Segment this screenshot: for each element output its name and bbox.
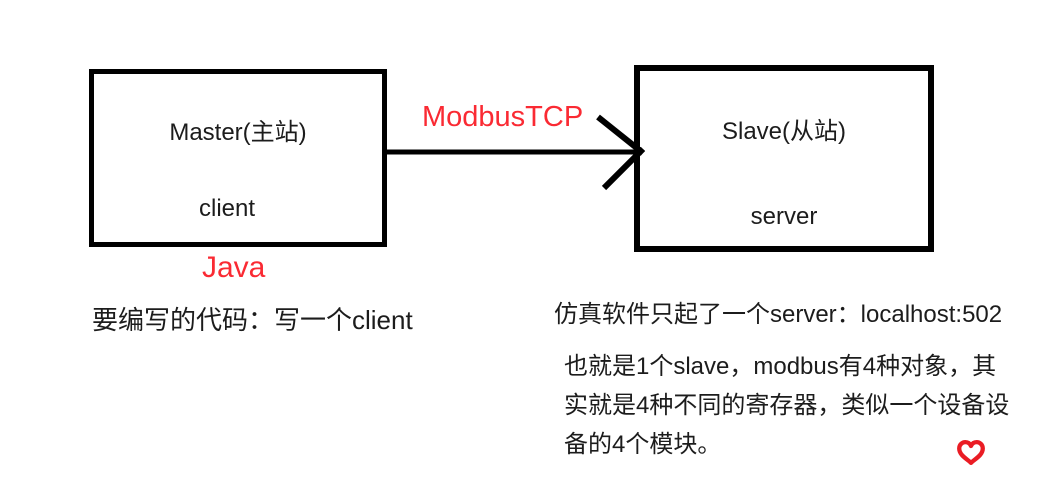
right-note-line3: 实就是4种不同的寄存器，类似一个设备设 [564, 392, 1010, 419]
master-language-caption: Java [202, 251, 266, 284]
master-box: Master(主站) client [89, 69, 387, 247]
slave-box: Slave(从站) server [634, 65, 934, 252]
right-note-paragraph: 也就是1个slave，modbus有4种对象，其 实就是4种不同的寄存器，类似一… [564, 347, 1009, 464]
right-note-line4: 备的4个模块。 [564, 431, 722, 458]
slave-box-title: Slave(从站) [721, 118, 847, 145]
master-box-title: Master(主站) [169, 119, 307, 146]
left-note: 要编写的代码：写一个client [92, 305, 413, 335]
right-note-line1: 仿真软件只起了一个server：localhost:502 [554, 301, 1003, 328]
slave-box-role: server [750, 203, 818, 230]
arrow-protocol-label: ModbusTCP [422, 101, 584, 133]
heart-icon [957, 439, 985, 466]
master-box-role: client [198, 195, 256, 222]
right-note-line2: 也就是1个slave，modbus有4种对象，其 [564, 353, 997, 380]
